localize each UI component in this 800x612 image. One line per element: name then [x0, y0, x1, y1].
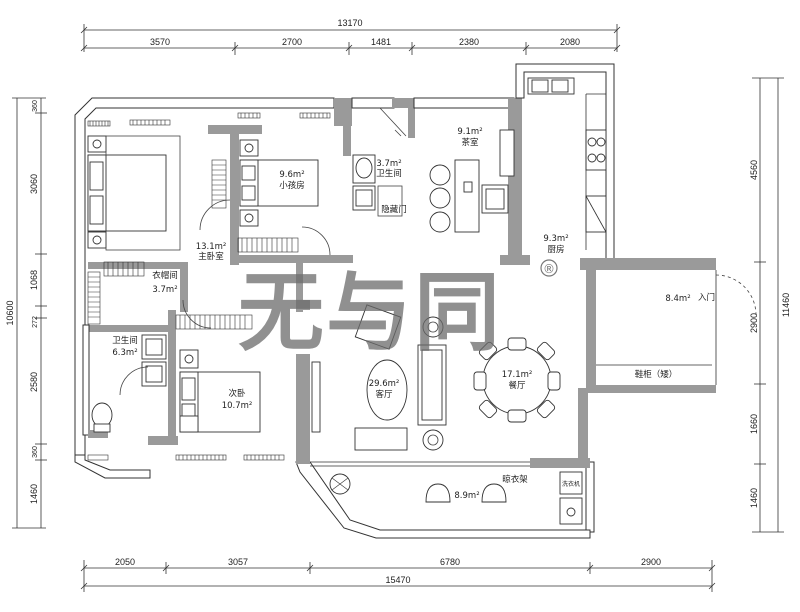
dim-top-total: 13170 [337, 18, 362, 28]
right-dimension-chain [752, 77, 784, 533]
dim-top-seg-4: 2380 [459, 37, 479, 47]
living-room-area: 29.6m² [369, 379, 400, 389]
second-room-name: 次卧 [228, 388, 246, 399]
master-room-name: 主卧室 [198, 251, 224, 262]
bathroom-top-fixtures [352, 154, 403, 217]
dim-bottom-total: 15470 [385, 575, 410, 585]
watermark-logo: 无与同 [238, 263, 502, 363]
dim-left-total: 10600 [5, 300, 15, 325]
dim-bottom-seg-2: 3057 [228, 557, 248, 567]
shoe-cabinet-label: 鞋柜（矮） [635, 369, 678, 380]
registered-mark: ® [543, 262, 555, 276]
dining-room-area: 17.1m² [502, 370, 533, 380]
dim-left-seg-1: 360 [32, 100, 39, 112]
dim-left-seg-4: 272 [32, 316, 39, 328]
dim-right-seg-2: 2900 [749, 313, 759, 333]
entrance-fixtures [596, 270, 757, 385]
registered-mark-circle [540, 259, 558, 277]
dining-room-name: 餐厅 [508, 381, 526, 391]
left-dimension-chain [12, 97, 47, 529]
dim-bottom-seg-4: 2900 [641, 557, 661, 567]
bottom-dimension-chain [80, 560, 716, 592]
dim-left-seg-2: 3060 [29, 174, 39, 194]
living-room-name: 客厅 [375, 389, 393, 400]
bath-left-area: 6.3m² [112, 348, 137, 358]
tea-room-area: 9.1m² [457, 127, 482, 137]
second-bed [179, 349, 261, 433]
dim-right-seg-1: 4560 [749, 160, 759, 180]
washer-label: 洗衣机 [562, 480, 580, 488]
kids-room-name: 小孩房 [279, 180, 305, 191]
dim-top-seg-2: 2700 [282, 37, 302, 47]
dim-top-seg-1: 3570 [150, 37, 170, 47]
kids-bed [239, 139, 319, 227]
tea-table [429, 129, 515, 233]
bath-top-area: 3.7m² [376, 159, 401, 169]
dim-top-seg-5: 2080 [560, 37, 580, 47]
entrance-area: 8.4m² [665, 294, 690, 304]
master-bed [87, 135, 181, 251]
dining-table [473, 337, 561, 423]
cloakroom-name: 衣帽间 [152, 270, 178, 281]
second-room-area: 10.7m² [222, 401, 253, 411]
bath-left-name: 卫生间 [112, 335, 138, 346]
outer-walls [74, 63, 716, 539]
dim-bottom-seg-3: 6780 [440, 557, 460, 567]
drying-rack-label: 晾衣架 [502, 474, 528, 485]
entrance-name: 入门 [698, 292, 715, 303]
dim-bottom-seg-1: 2050 [115, 557, 135, 567]
balcony-area: 8.9m² [454, 491, 479, 501]
dim-right-seg-4: 1460 [749, 488, 759, 508]
windows [87, 112, 331, 461]
tea-room-name: 茶室 [461, 137, 479, 148]
hidden-door-label: 隐藏门 [381, 204, 407, 215]
dim-left-seg-6: 360 [32, 446, 39, 458]
master-room-area: 13.1m² [196, 242, 227, 252]
interior-walls [82, 125, 594, 464]
kids-room-area: 9.6m² [279, 170, 304, 180]
kitchen-area: 9.3m² [543, 234, 568, 244]
kitchen-fixtures [527, 77, 607, 250]
dim-left-seg-7: 1460 [29, 484, 39, 504]
dim-right-seg-3: 1660 [749, 414, 759, 434]
door-swings [119, 107, 407, 396]
bath-top-name: 卫生间 [376, 168, 402, 179]
balcony-furniture [310, 461, 583, 525]
dim-top-seg-3: 1481 [371, 37, 391, 47]
kitchen-name: 厨房 [547, 244, 564, 255]
dim-left-seg-5: 2580 [29, 372, 39, 392]
living-room-furniture [311, 304, 447, 451]
dim-right-total: 11460 [781, 293, 791, 317]
dim-left-seg-3: 1068 [29, 270, 39, 290]
bathroom-left-fixtures [91, 334, 167, 433]
top-dimension-chain [80, 24, 621, 55]
cloakroom-area: 3.7m² [152, 285, 177, 295]
